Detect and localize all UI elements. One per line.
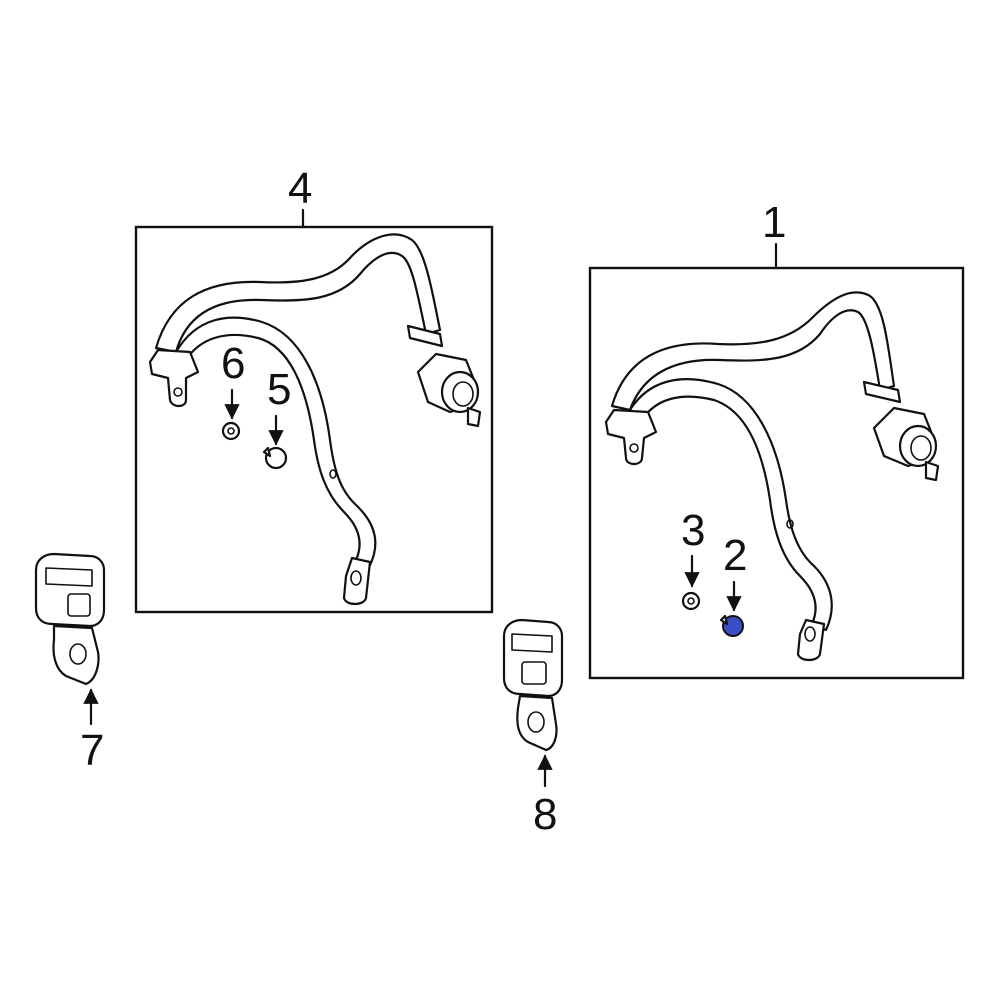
belt-grommet	[329, 469, 337, 479]
part-7-buckle[interactable]: 7	[34, 552, 106, 775]
retractor-spool-core	[910, 435, 932, 461]
buckle-slot	[511, 633, 553, 653]
belt-guide	[406, 324, 444, 348]
buckle-mount-hole	[69, 643, 87, 665]
retractor-bracket	[466, 406, 482, 428]
highlighted-bolt-icon	[722, 615, 744, 637]
lower-anchor-hole	[350, 570, 362, 586]
belt-webbing-upper	[154, 233, 442, 354]
buckle-mount-hole	[527, 711, 545, 733]
lower-anchor-plate	[796, 618, 826, 662]
upper-anchor-hole	[173, 387, 183, 397]
bolt-head-icon	[264, 446, 288, 470]
bolt-shank	[262, 446, 272, 458]
callout-2-label: 2	[723, 531, 747, 580]
part-6-washer[interactable]: 6	[221, 339, 245, 441]
buckle-release-button	[67, 593, 91, 617]
washer-hole	[227, 427, 235, 435]
part-2-bolt[interactable]: 2	[719, 531, 747, 637]
belt-webbing-lower	[628, 378, 833, 632]
buckle-release-button	[521, 661, 547, 685]
buckle-housing	[502, 618, 564, 698]
part-3-washer[interactable]: 3	[681, 506, 705, 611]
washer-icon	[681, 591, 701, 611]
buckle-housing	[34, 552, 106, 628]
upper-anchor-tab	[148, 348, 200, 408]
part-8-buckle[interactable]: 8	[502, 618, 564, 839]
callout-5-label: 5	[267, 365, 291, 414]
lower-anchor-hole	[804, 626, 816, 642]
part-5-bolt[interactable]: 5	[262, 365, 291, 470]
callout-6-label: 6	[221, 339, 245, 388]
upper-anchor-hole	[629, 443, 639, 453]
retractor-spool	[440, 370, 480, 414]
seat-belt-assembly-4[interactable]: 4 6 5	[134, 164, 494, 614]
seat-belt-assembly-1[interactable]: 1 3 2	[588, 198, 965, 680]
callout-8-label: 8	[533, 790, 557, 839]
callout-7-label: 7	[80, 726, 104, 775]
buckle-mount	[516, 694, 558, 752]
washer-icon	[221, 421, 241, 441]
belt-webbing-upper	[610, 291, 896, 412]
washer-hole	[687, 597, 695, 605]
buckle-slot	[45, 567, 93, 587]
upper-anchor-tab	[604, 408, 658, 466]
assembly-4-frame	[134, 225, 494, 614]
retractor-spool-core	[452, 381, 474, 407]
lower-anchor-plate	[342, 556, 372, 606]
callout-1-label: 1	[762, 198, 786, 247]
bolt-shank	[719, 614, 729, 626]
belt-grommet	[786, 519, 794, 529]
callout-3-label: 3	[681, 506, 705, 555]
retractor-spool	[898, 424, 938, 468]
retractor-bracket	[924, 460, 940, 482]
callout-4-label: 4	[288, 164, 312, 213]
belt-guide	[862, 380, 902, 404]
buckle-mount	[52, 624, 100, 686]
